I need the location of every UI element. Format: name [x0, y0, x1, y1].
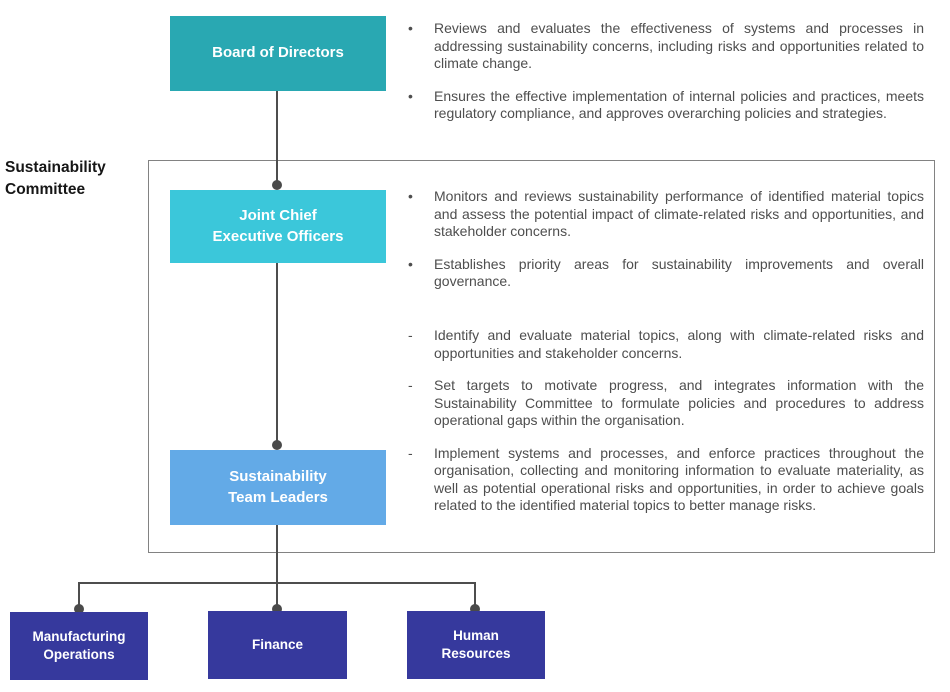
- list-item: • Reviews and evaluates the effectivenes…: [408, 20, 924, 73]
- bullet-marker: •: [408, 255, 413, 272]
- org-box-finance-label: Finance: [251, 636, 303, 652]
- sustainability-committee-label: Sustainability Committee: [5, 159, 106, 199]
- org-box-joint-chief-executive-officers: Joint Chief Executive Officers: [170, 190, 386, 263]
- dash-marker: -: [408, 327, 413, 343]
- point-text: Monitors and reviews sustainability perf…: [434, 188, 924, 239]
- list-item: • Monitors and reviews sustainability pe…: [408, 188, 924, 241]
- list-item: - Implement systems and processes, and e…: [408, 445, 924, 515]
- list-item: - Set targets to motivate progress, and …: [408, 377, 924, 430]
- connector-team-leaders-to-branch: [276, 525, 278, 610]
- org-box-finance: Finance: [208, 611, 347, 679]
- connector-drop-manufacturing: [78, 582, 80, 610]
- point-text: Establishes priority areas for sustainab…: [434, 255, 924, 290]
- org-box-team-leaders-label: Sustainability Team Leaders: [228, 468, 328, 506]
- committee-frame: [148, 160, 935, 553]
- connector-dot-team-leaders: [272, 440, 282, 450]
- connector-dot-executives: [272, 180, 282, 190]
- org-box-manufacturing-label: Manufacturing Operations: [32, 628, 126, 662]
- dash-marker: -: [408, 377, 413, 393]
- points-executives: • Monitors and reviews sustainability pe…: [408, 188, 924, 291]
- org-box-executives-label: Joint Chief Executive Officers: [212, 207, 344, 245]
- bullet-marker: •: [408, 188, 413, 204]
- point-text: Reviews and evaluates the effectiveness …: [434, 20, 924, 71]
- dash-marker: -: [408, 444, 413, 461]
- org-box-human-resources-label: Human Resources: [441, 627, 511, 661]
- list-item: - Identify and evaluate material topics,…: [408, 327, 924, 362]
- list-item: • Ensures the effective implementation o…: [408, 88, 924, 123]
- connector-drop-human-resources: [474, 582, 476, 610]
- points-board-of-directors: • Reviews and evaluates the effectivenes…: [408, 20, 924, 123]
- point-text: Set targets to motivate progress, and in…: [434, 377, 924, 428]
- connector-dot-human-resources: [470, 604, 480, 614]
- connector-board-to-executives: [276, 91, 278, 186]
- point-text: Implement systems and processes, and enf…: [434, 444, 924, 514]
- connector-branch-horizontal: [78, 582, 476, 584]
- point-text: Ensures the effective implementation of …: [434, 87, 924, 122]
- points-team-leaders: - Identify and evaluate material topics,…: [408, 327, 924, 515]
- bullet-marker: •: [408, 20, 413, 36]
- org-box-board-of-directors: Board of Directors: [170, 16, 386, 91]
- bullet-marker: •: [408, 87, 413, 104]
- org-box-manufacturing-operations: Manufacturing Operations: [10, 612, 148, 680]
- org-box-board-label: Board of Directors: [212, 44, 344, 62]
- list-item: • Establishes priority areas for sustain…: [408, 256, 924, 291]
- connector-executives-to-team-leaders: [276, 263, 278, 446]
- connector-dot-finance: [272, 604, 282, 614]
- org-box-sustainability-team-leaders: Sustainability Team Leaders: [170, 450, 386, 525]
- connector-dot-manufacturing: [74, 604, 84, 614]
- org-box-human-resources: Human Resources: [407, 611, 545, 679]
- point-text: Identify and evaluate material topics, a…: [434, 327, 924, 361]
